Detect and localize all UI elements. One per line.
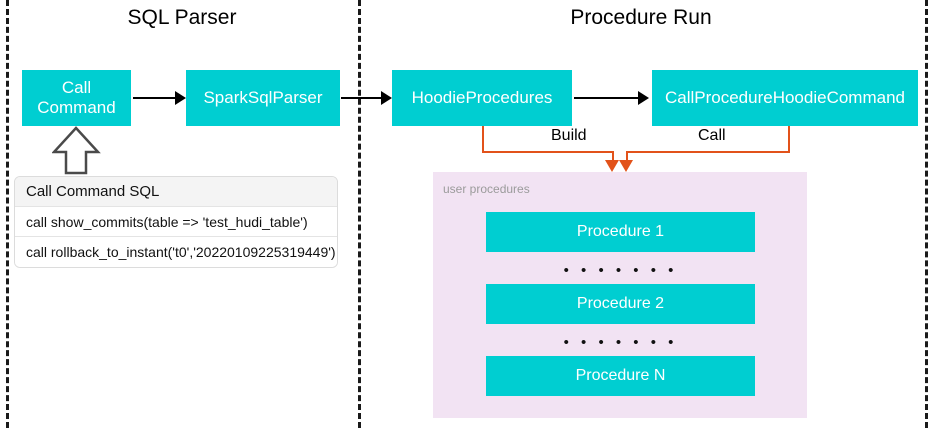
procedure-separator-dots: • • • • • • •: [563, 334, 678, 351]
build-connector-arrowhead: [605, 160, 619, 172]
call-connector-v2: [626, 151, 628, 164]
node-call-command-line1: Call: [61, 77, 92, 97]
call-connector-v1: [788, 126, 790, 152]
node-hoodie-procedures-label: HoodieProcedures: [411, 87, 553, 107]
user-procedures-label: user procedures: [443, 182, 530, 196]
node-call-procedure-hoodie-command[interactable]: CallProcedureHoodieCommand: [652, 70, 918, 126]
section-divider-middle: [358, 0, 361, 428]
arrow-call-command-to-spark-head: [175, 91, 186, 105]
arrow-call-command-to-spark-line: [133, 97, 175, 99]
procedure-item[interactable]: Procedure 1: [486, 212, 755, 252]
node-hoodie-procedures[interactable]: HoodieProcedures: [392, 70, 572, 126]
build-connector-v1: [482, 126, 484, 152]
connector-label-call: Call: [693, 127, 731, 145]
call-connector-h: [626, 151, 790, 153]
node-spark-sql-parser[interactable]: SparkSqlParser: [186, 70, 340, 126]
arrow-hoodie-to-callprocedure-head: [638, 91, 649, 105]
call-connector-arrowhead: [619, 160, 633, 172]
up-arrow-icon: [52, 126, 101, 175]
procedure-item-label: Procedure N: [575, 366, 666, 384]
node-call-command[interactable]: Call Command: [22, 70, 131, 126]
arrow-hoodie-to-callprocedure-line: [574, 97, 638, 99]
arrow-spark-to-hoodie-head: [381, 91, 392, 105]
procedure-separator-dots: • • • • • • •: [563, 262, 678, 279]
section-title-sql-parser: SQL Parser: [127, 6, 237, 29]
procedure-item[interactable]: Procedure N: [486, 356, 755, 396]
node-call-command-line2: Command: [37, 98, 116, 117]
build-connector-h: [482, 151, 613, 153]
call-command-sql-table: Call Command SQL call show_commits(table…: [14, 176, 338, 268]
section-divider-right: [925, 0, 928, 428]
sql-table-header: Call Command SQL: [15, 177, 337, 207]
sql-table-row[interactable]: call show_commits(table => 'test_hudi_ta…: [15, 207, 337, 237]
section-divider-left: [6, 0, 9, 428]
procedure-item[interactable]: Procedure 2: [486, 284, 755, 324]
section-title-procedure-run: Procedure Run: [570, 6, 712, 29]
node-spark-sql-parser-label: SparkSqlParser: [203, 87, 323, 107]
arrow-spark-to-hoodie-line: [341, 97, 381, 99]
procedure-item-label: Procedure 1: [576, 222, 665, 240]
connector-label-build: Build: [546, 127, 592, 145]
node-call-procedure-hoodie-command-label: CallProcedureHoodieCommand: [664, 87, 905, 107]
procedure-item-label: Procedure 2: [576, 294, 665, 312]
build-connector-v2: [612, 151, 614, 164]
sql-table-row[interactable]: call rollback_to_instant('t0','202201092…: [15, 237, 337, 267]
